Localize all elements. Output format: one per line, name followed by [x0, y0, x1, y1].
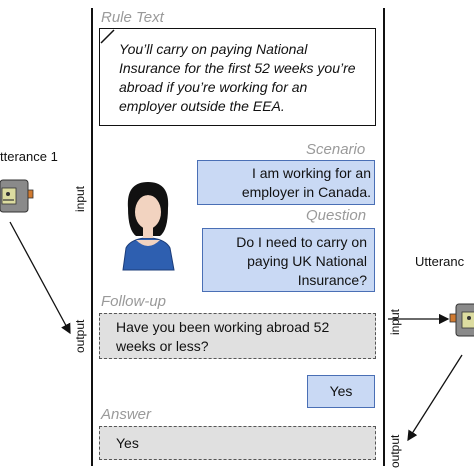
robot-icon — [449, 303, 474, 337]
robot-icon — [0, 179, 34, 213]
right-input-label: input — [388, 308, 402, 335]
rule-text-box: You’ll carry on paying National Insuranc… — [99, 28, 376, 126]
scenario-text: I am working for an employer in Canada. — [241, 165, 371, 200]
rule-corner-mark — [100, 29, 115, 44]
followup-label: Follow-up — [101, 293, 167, 310]
answer-text: Yes — [116, 435, 139, 451]
followup-bubble: Have you been working abroad 52 weeks or… — [99, 313, 376, 359]
right-output-label: output — [388, 434, 402, 468]
question-text: Do I need to carry on paying UK National… — [236, 234, 367, 288]
right-divider — [383, 8, 385, 466]
followup-text: Have you been working abroad 52 weeks or… — [116, 319, 330, 354]
right-model-label: Utteranc — [415, 254, 465, 269]
answer-label: Answer — [101, 406, 152, 423]
rule-text: You’ll carry on paying National Insuranc… — [119, 41, 356, 114]
question-label: Question — [306, 207, 367, 224]
left-divider — [91, 8, 93, 466]
left-model-label: tterance 1 — [0, 149, 58, 164]
answer-bubble: Yes — [99, 426, 376, 460]
user-reply-bubble: Yes — [307, 375, 375, 408]
rule-text-label: Rule Text — [101, 9, 164, 26]
question-bubble: Do I need to carry on paying UK National… — [202, 228, 375, 292]
user-reply-text: Yes — [329, 383, 353, 399]
woman-avatar-icon — [122, 182, 175, 271]
scenario-label: Scenario — [306, 141, 366, 158]
scenario-bubble: I am working for an employer in Canada. — [197, 160, 375, 205]
